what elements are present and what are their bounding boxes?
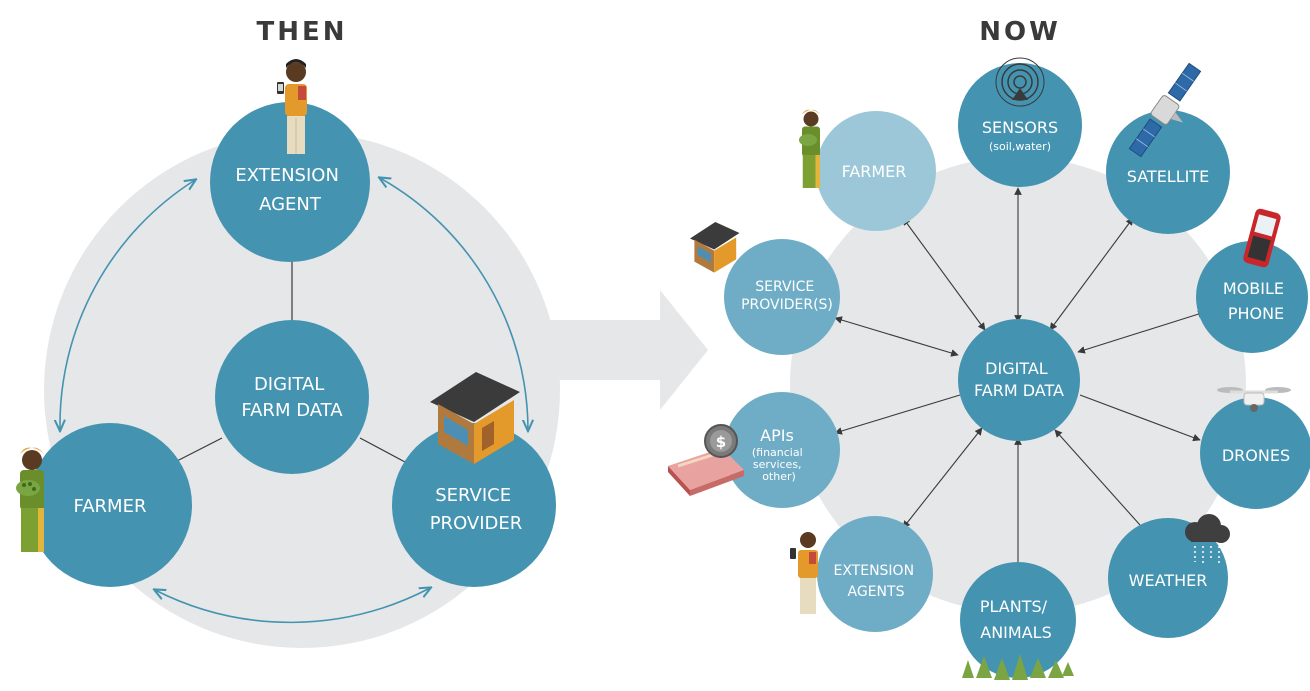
then-cycle-arrow-left [60, 180, 195, 430]
person-with-phone-icon [277, 59, 307, 154]
now-service-providers-label: SERVICE PROVIDER(S) [741, 279, 833, 313]
now-spokes [834, 187, 1206, 568]
now-extension-agents-label: EXTENSION AGENTS [833, 563, 918, 600]
then-panel: THEN DIGITAL FARM DATA EXTENSION AGENT F… [16, 17, 560, 648]
now-weather-node [1108, 518, 1228, 638]
now-apis-sub-line3: other) [762, 470, 796, 483]
now-plants-animals-label: PLANTS/ ANIMALS [980, 597, 1052, 642]
spoke-service-providers [834, 316, 959, 357]
then-extension-agent-label: EXTENSION AGENT [235, 165, 344, 215]
spoke-extension-agents [902, 427, 983, 529]
now-extension-agents-line1: EXTENSION [833, 563, 914, 579]
now-service-providers-line1: SERVICE [755, 279, 814, 295]
now-extension-agents-line2: AGENTS [848, 584, 905, 600]
then-service-provider-line2: PROVIDER [430, 513, 523, 534]
now-apis-sub-line1: (financial [752, 446, 803, 459]
then-link-farmer [174, 437, 223, 463]
shop-kiosk-icon [690, 222, 740, 273]
then-cycle-arrow-bottom [155, 588, 430, 624]
then-service-provider-label: SERVICE PROVIDER [430, 485, 523, 534]
now-service-providers-line2: PROVIDER(S) [741, 297, 833, 313]
now-farmer-node [816, 111, 936, 231]
then-service-provider-node [392, 423, 556, 587]
then-center-node [215, 320, 369, 474]
now-apis-label: APIs [760, 426, 794, 445]
then-link-provider [359, 437, 406, 463]
now-drones-node [1200, 397, 1310, 509]
then-center-line2: FARM DATA [241, 400, 343, 421]
money-coin-icon: $ [668, 424, 744, 496]
rain-cloud-icon [1185, 514, 1230, 566]
person-with-phone-icon [790, 532, 818, 614]
then-farmer-label: FARMER [74, 496, 147, 517]
plants-icon [962, 654, 1074, 680]
now-satellite-label: SATELLITE [1127, 167, 1209, 186]
now-mobile-phone-line1: MOBILE [1223, 279, 1284, 298]
farmer-woman-icon [16, 447, 44, 552]
then-service-provider-line1: SERVICE [435, 485, 511, 506]
shop-kiosk-icon [430, 372, 520, 464]
drone-icon [1217, 387, 1291, 412]
now-center-line2: FARM DATA [974, 381, 1064, 400]
now-weather-label: WEATHER [1129, 571, 1208, 590]
now-sensors-label: SENSORS [982, 118, 1058, 137]
now-farmer-label: FARMER [842, 162, 907, 181]
now-title: NOW [979, 17, 1061, 47]
spoke-weather [1054, 429, 1141, 526]
spoke-drones [1079, 394, 1201, 442]
transition-arrow-icon [548, 290, 708, 410]
svg-text:$: $ [716, 433, 726, 451]
satellite-icon [1128, 62, 1202, 158]
now-panel: NOW DIGITAL FARM DATA SENSORS (soil,wate… [668, 17, 1310, 680]
now-extension-agents-node [817, 516, 933, 632]
now-sensors-sublabel: (soil,water) [989, 140, 1051, 153]
then-title: THEN [256, 17, 347, 47]
spoke-apis [834, 394, 961, 435]
now-mobile-phone-line2: PHONE [1228, 304, 1284, 323]
then-extension-agent-line1: EXTENSION [235, 165, 339, 186]
now-plants-animals-line1: PLANTS/ [980, 597, 1048, 616]
farmer-woman-icon [799, 109, 820, 188]
now-apis-sub-line2: services, [753, 458, 802, 471]
now-center-node [958, 319, 1080, 441]
now-center-line1: DIGITAL [985, 359, 1048, 378]
now-mobile-phone-label: MOBILE PHONE [1223, 279, 1289, 323]
radar-sensor-icon [995, 57, 1045, 107]
now-plants-animals-node [960, 562, 1076, 678]
spoke-farmer [902, 217, 986, 331]
now-mobile-phone-node [1196, 241, 1308, 353]
now-apis-node [724, 392, 840, 508]
now-plants-animals-line2: ANIMALS [980, 623, 1051, 642]
now-service-providers-node [724, 239, 840, 355]
then-center-label: DIGITAL FARM DATA [241, 374, 343, 421]
now-sensors-node [958, 63, 1082, 187]
now-apis-sublabel: (financial services, other) [752, 446, 806, 483]
mobile-phone-icon [1243, 208, 1281, 268]
then-extension-agent-line2: AGENT [259, 194, 322, 215]
now-drones-label: DRONES [1222, 446, 1290, 465]
spoke-mobile-phone [1077, 310, 1206, 354]
then-farmer-node [28, 423, 192, 587]
then-cycle-arrow-right [380, 178, 528, 430]
then-center-line1: DIGITAL [254, 374, 324, 395]
then-extension-agent-node [210, 102, 370, 262]
spoke-satellite [1049, 217, 1134, 331]
now-center-label: DIGITAL FARM DATA [974, 359, 1064, 400]
